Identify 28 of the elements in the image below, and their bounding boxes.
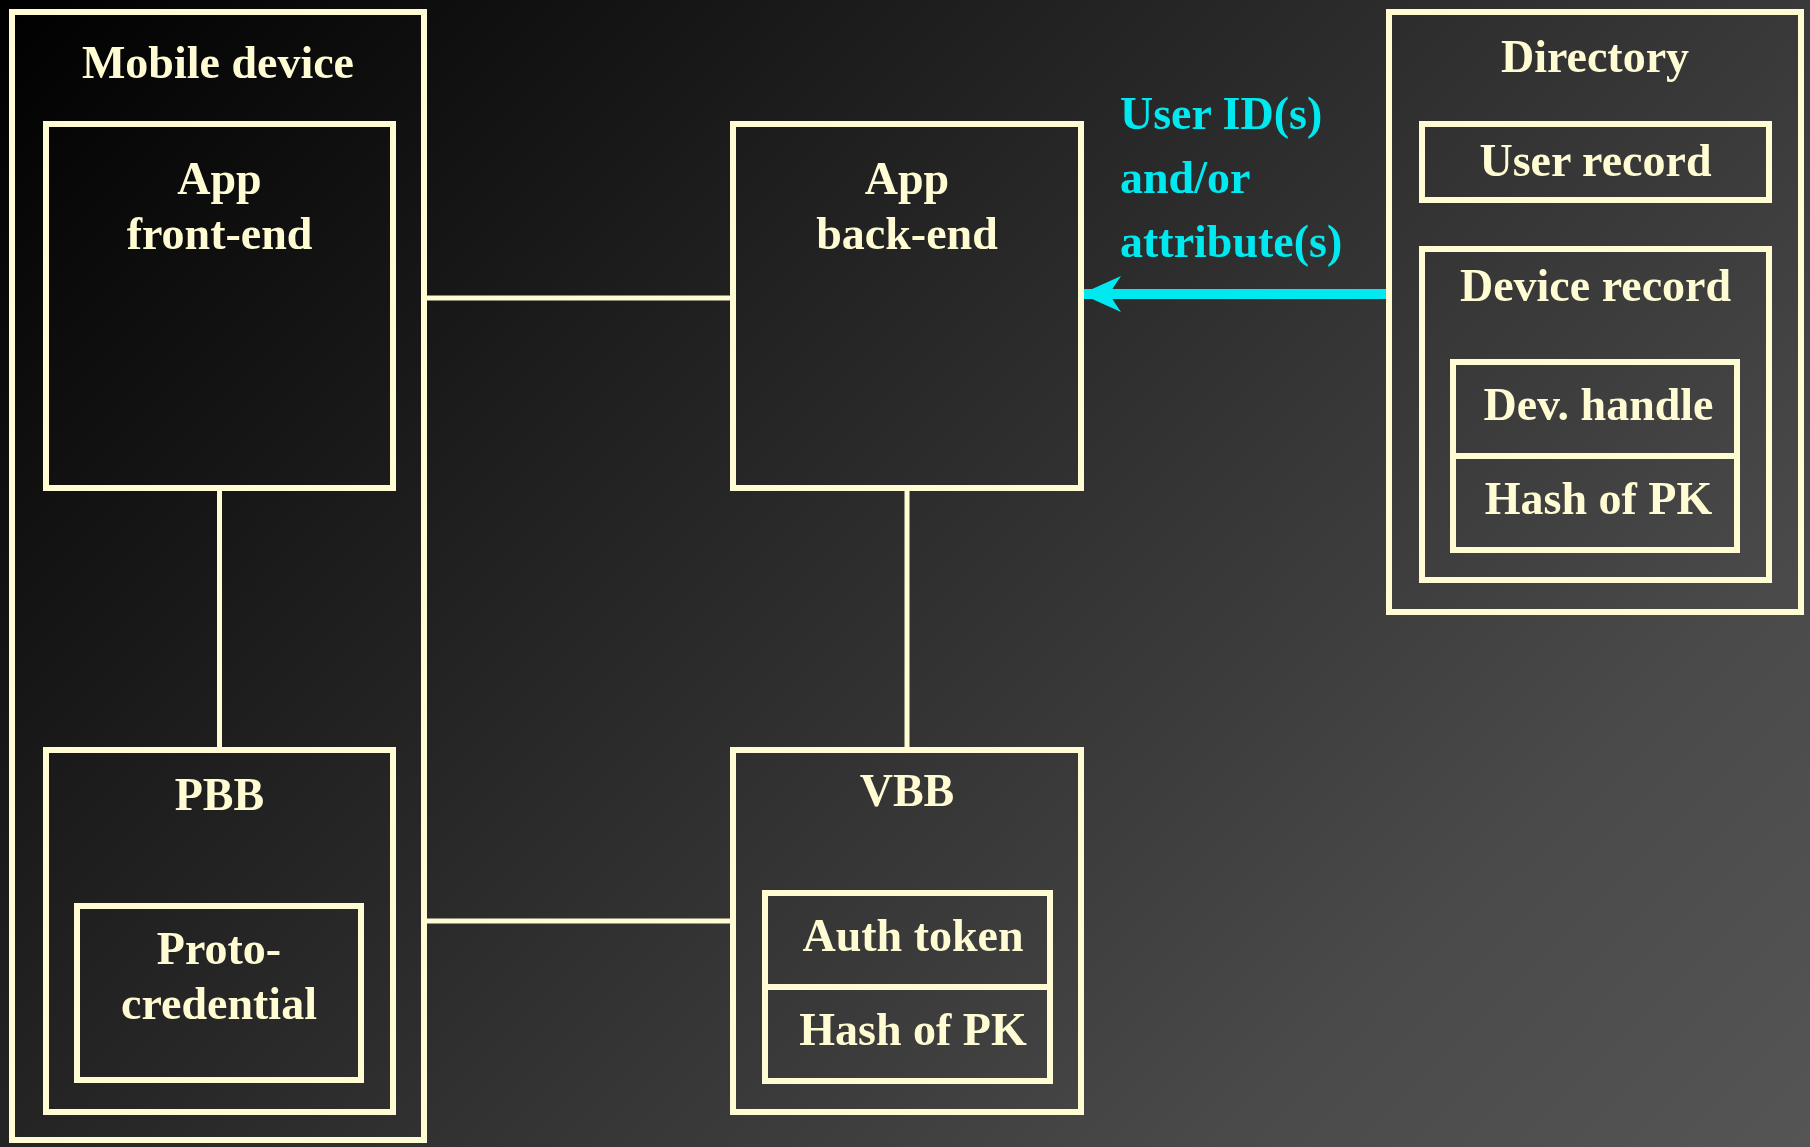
edge-label: User ID(s) and/or attribute(s) (1120, 87, 1344, 269)
node-label: App front-end (125, 152, 314, 262)
component-box (730, 747, 1084, 1115)
node-label: Hash of PK (1483, 472, 1714, 526)
connector-line (904, 488, 910, 750)
data-box (74, 903, 364, 1083)
node-label: Proto- credential (120, 922, 318, 1032)
node-label: Dev. handle (1482, 378, 1715, 432)
directory-container (1386, 9, 1804, 615)
connector-line (424, 918, 733, 924)
connector-line (424, 295, 733, 301)
arrow (1081, 276, 1389, 312)
node-label: User record (1478, 134, 1713, 188)
component-box (730, 121, 1084, 491)
device-container (9, 9, 427, 1143)
node-label: PBB (173, 768, 266, 822)
node-label: Directory (1499, 30, 1691, 84)
component-box (43, 121, 396, 491)
node-label: VBB (858, 764, 956, 818)
node-label: Device record (1458, 259, 1733, 313)
node-label: Hash of PK (798, 1003, 1028, 1057)
component-box (43, 747, 396, 1115)
record-box (1419, 246, 1772, 583)
node-label: App back-end (815, 152, 999, 262)
node-label: Mobile device (80, 36, 356, 90)
node-label: Auth token (801, 909, 1025, 963)
record-box (1419, 121, 1772, 203)
connector-line (217, 488, 222, 750)
